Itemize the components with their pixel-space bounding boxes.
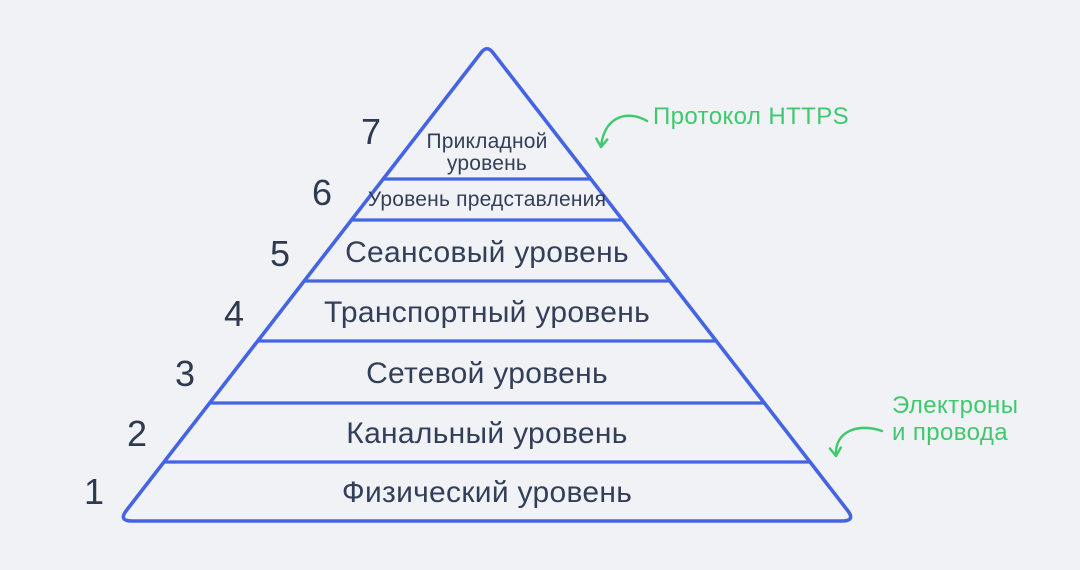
level-number-6: 6 (312, 172, 332, 213)
level-number-3: 3 (175, 353, 195, 394)
level-7-label-line2: уровень (447, 152, 527, 175)
wires-annotation-label-line2: и провода (892, 419, 1008, 446)
pyramid-outline (121, 46, 853, 523)
level-number-5: 5 (270, 233, 290, 274)
level-number-1: 1 (84, 471, 104, 512)
https-annotation-arrow (595, 114, 649, 149)
level-4-label: Транспортный уровень (324, 296, 650, 329)
level-2-label: Канальный уровень (346, 417, 627, 450)
level-number-7: 7 (361, 111, 381, 152)
wires-annotation-label-line1: Электроны (892, 392, 1018, 419)
level-number-2: 2 (127, 413, 147, 454)
level-6-label: Уровень представления (368, 188, 606, 211)
level-3-label: Сетевой уровень (366, 357, 608, 390)
level-number-4: 4 (224, 293, 244, 334)
https-annotation-label: Протокол HTTPS (653, 103, 849, 130)
wires-annotation-arrow (828, 426, 884, 458)
level-5-label: Сеансовый уровень (345, 236, 629, 269)
level-7-label-line1: Прикладной (426, 130, 547, 153)
level-1-label: Физический уровень (342, 476, 632, 509)
